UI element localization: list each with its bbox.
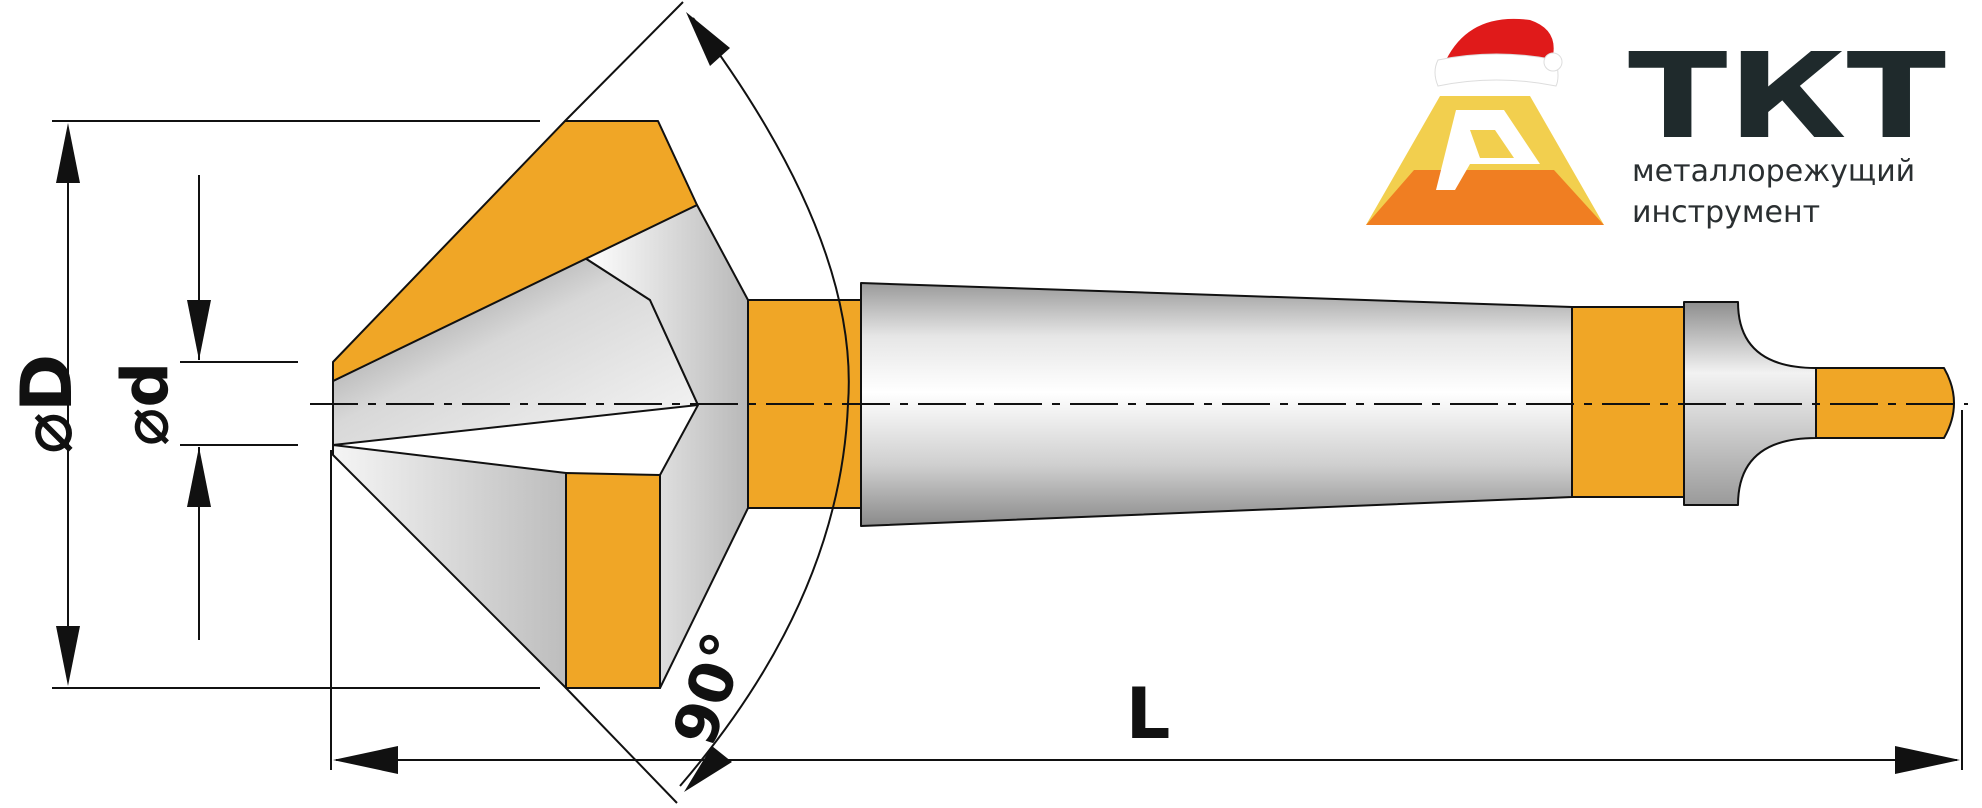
band-orange bbox=[1571, 306, 1685, 498]
dimension-diameter-large bbox=[52, 120, 540, 689]
santa-hat-icon bbox=[1446, 18, 1554, 60]
dimension-length bbox=[330, 410, 1963, 774]
pilot-tip bbox=[1815, 367, 1955, 439]
diameter-large-label: ⌀D bbox=[6, 354, 88, 454]
flute-upper bbox=[332, 120, 698, 382]
flute-lower bbox=[565, 472, 661, 689]
brand-tagline-line1: металлорежущий bbox=[1632, 154, 1915, 189]
cone-face-lower bbox=[332, 444, 567, 689]
length-label: L bbox=[1126, 673, 1171, 755]
dimension-angle bbox=[564, 1, 850, 804]
dimension-diameter-small bbox=[180, 175, 298, 640]
brand-logo: ТКТ металлорежущий инструмент bbox=[1366, 18, 1946, 230]
brand-name: ТКТ bbox=[1628, 27, 1946, 165]
brand-tagline-line2: инструмент bbox=[1632, 195, 1820, 230]
diameter-small-label: ⌀d bbox=[110, 362, 184, 446]
